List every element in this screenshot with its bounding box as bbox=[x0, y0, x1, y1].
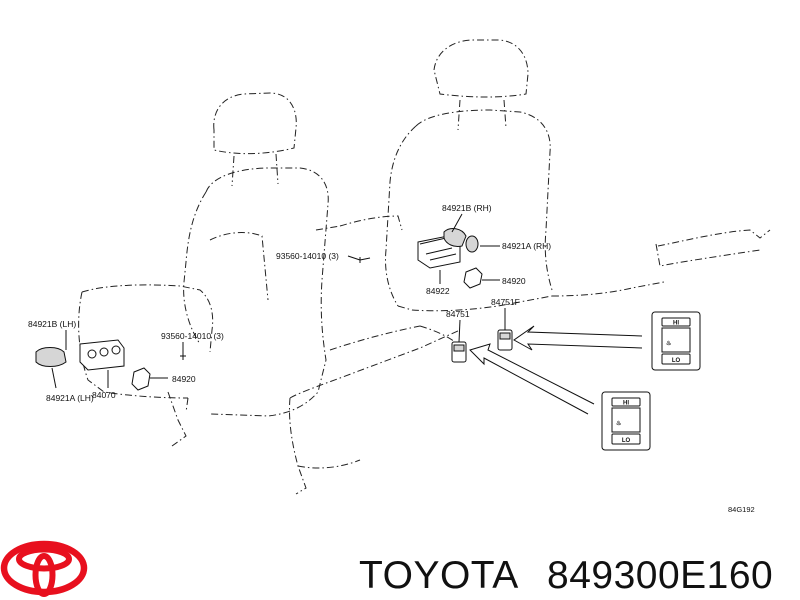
part-84920-R bbox=[463, 267, 483, 289]
switch-b-lo: LO bbox=[622, 438, 631, 444]
part-labels: 84921B (RH) 84921A (RH) 93560-14010 (3) … bbox=[28, 203, 755, 514]
toyota-logo bbox=[0, 540, 88, 597]
label-84920-l: 84920 bbox=[172, 374, 196, 384]
arrow-upper bbox=[513, 325, 643, 351]
callout-arrows bbox=[469, 325, 643, 415]
label-84921A-RH: 84921A (RH) bbox=[502, 241, 551, 251]
seat-heater-icon: ♨ bbox=[616, 420, 621, 427]
label-84921B-RH: 84921B (RH) bbox=[442, 203, 492, 213]
switch-b-hi: HI bbox=[623, 401, 629, 407]
label-84751: 84751 bbox=[446, 309, 470, 319]
part-84920-L bbox=[131, 367, 151, 391]
part-number: 849300E160 bbox=[547, 554, 773, 597]
diagram-code: 84G192 bbox=[728, 505, 755, 514]
part-84921A-RH bbox=[465, 235, 479, 253]
arrow-lower bbox=[469, 343, 595, 415]
switch-detail-a: HI ♨ LO bbox=[651, 311, 701, 371]
label-84070: 84070 bbox=[92, 390, 116, 400]
label-84922: 84922 bbox=[426, 286, 450, 296]
seat-outlines bbox=[78, 39, 771, 495]
label-93560-b: 93560-14010 (3) bbox=[161, 331, 224, 341]
parts bbox=[35, 228, 513, 391]
switch-a-lo: LO bbox=[672, 358, 681, 364]
label-84921B-LH: 84921B (LH) bbox=[28, 319, 76, 329]
label-93560-a: 93560-14010 (3) bbox=[276, 251, 339, 261]
brand-name: TOYOTA bbox=[359, 554, 519, 597]
switch-detail-b: HI ♨ LO bbox=[601, 391, 651, 451]
label-84921A-LH: 84921A (LH) bbox=[46, 393, 94, 403]
seat-heater-icon: ♨ bbox=[666, 340, 671, 347]
label-84920-r: 84920 bbox=[502, 276, 526, 286]
part-84921B-RH bbox=[443, 228, 467, 247]
switch-a-hi: HI bbox=[673, 321, 679, 327]
leader-lines bbox=[51, 213, 506, 389]
label-84751F: 84751F bbox=[491, 297, 520, 307]
part-84921B-LH bbox=[35, 347, 67, 367]
